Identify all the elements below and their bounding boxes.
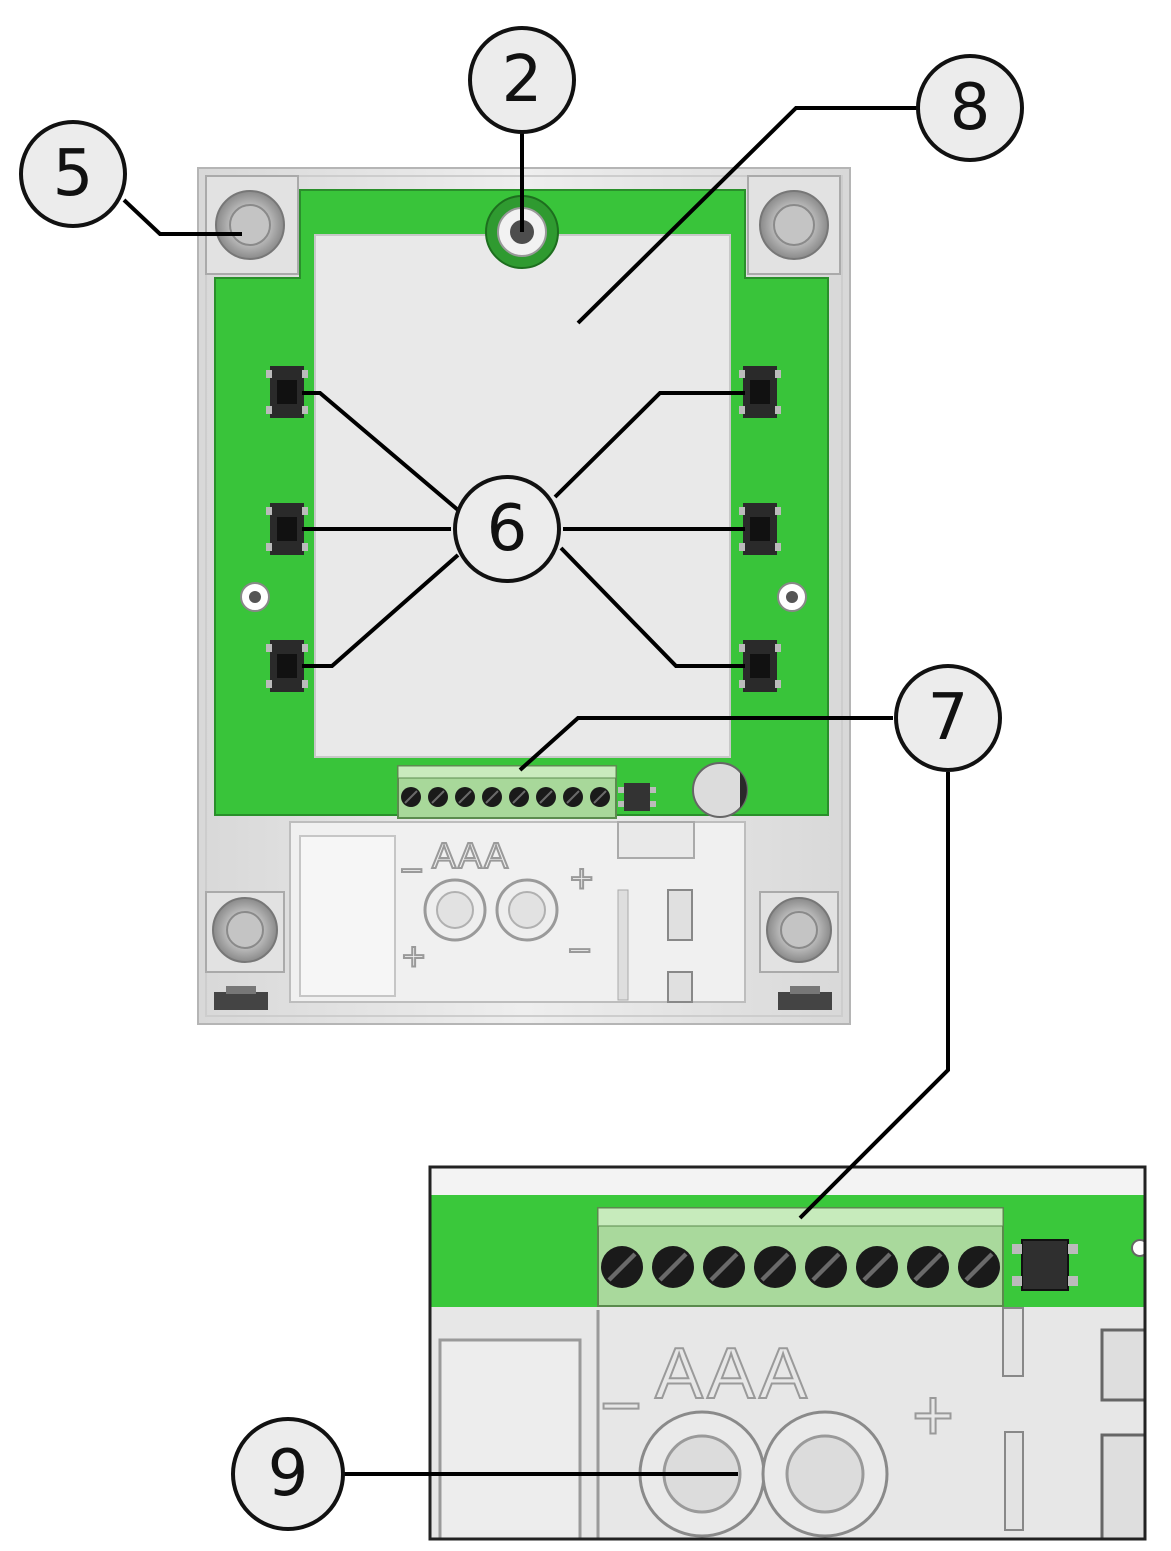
push-button-right-1 [739, 366, 781, 418]
leader-8 [576, 106, 918, 325]
terminal-screw-slot-2 [431, 790, 445, 804]
plus-sign-detail: + [912, 1376, 954, 1456]
detail-inset: AAA − + [428, 1165, 1147, 1541]
leader-lines [122, 106, 950, 1476]
pcb-screw-hole-left [240, 582, 270, 612]
push-button-right-2 [739, 503, 781, 555]
callout-8: 8 [916, 54, 1024, 162]
terminal-screw-slot-3 [458, 790, 472, 804]
callout-7-label: 7 [928, 681, 969, 755]
leader-6-f [559, 546, 745, 668]
battery-compartment: AAA + + − − [289, 821, 746, 1003]
minus-sign-detail: − [600, 1366, 642, 1446]
small-ic [618, 783, 656, 811]
plus-sign-main-2: + [402, 935, 425, 979]
capacitor [692, 762, 748, 818]
callout-7: 7 [894, 664, 1002, 772]
callouts: 2 5 6 7 8 9 [19, 26, 1024, 1531]
terminal-screw-slot-6 [539, 790, 553, 804]
housing-clip-left [214, 986, 268, 1010]
leader-7-b [798, 772, 950, 1220]
leader-6-a [302, 391, 460, 512]
leader-5 [122, 198, 242, 236]
terminal-detail-screw-slot-4 [760, 1252, 790, 1282]
callout-5: 5 [19, 120, 127, 228]
small-ic-detail [1012, 1239, 1078, 1291]
terminal-screw-slot-8 [593, 790, 607, 804]
minus-sign-main-2: − [568, 929, 591, 973]
push-button-left-1 [266, 366, 308, 418]
leader-6-d [553, 391, 745, 499]
mounting-hole-top-right [747, 175, 841, 275]
terminal-screw-slot-7 [566, 790, 580, 804]
callout-6: 6 [453, 475, 561, 583]
callout-8-label: 8 [950, 71, 991, 145]
pcb-screw-hole-right [777, 582, 807, 612]
plus-sign-main-1: + [570, 857, 593, 901]
push-button-left-3 [266, 640, 308, 692]
terminal-detail-screw-slot-8 [964, 1252, 994, 1282]
mounting-hole-top-left [205, 175, 299, 275]
terminal-detail-screw-slot-3 [709, 1252, 739, 1282]
callout-9-label: 9 [268, 1437, 309, 1511]
terminal-detail-screw-slot-5 [811, 1252, 841, 1282]
housing-clip-right [778, 986, 832, 1010]
push-button-left-2 [266, 503, 308, 555]
terminal-screw-slot-1 [404, 790, 418, 804]
callout-5-label: 5 [53, 137, 94, 211]
callout-9: 9 [231, 1417, 345, 1531]
push-button-right-3 [739, 640, 781, 692]
terminal-screw-slot-4 [485, 790, 499, 804]
terminal-screw-slot-5 [512, 790, 526, 804]
mounting-hole-bottom-left [205, 891, 285, 973]
callout-6-label: 6 [487, 492, 528, 566]
terminal-detail-screw-slot-7 [913, 1252, 943, 1282]
battery-marking-detail: AAA [655, 1334, 811, 1414]
callout-2-label: 2 [502, 43, 543, 117]
callout-2: 2 [468, 26, 576, 134]
leader-6-c [302, 553, 460, 668]
terminal-detail-screw-slot-6 [862, 1252, 892, 1282]
terminal-detail-screw-slot-1 [607, 1252, 637, 1282]
leader-7-a [518, 716, 893, 772]
terminal-detail-screw-slot-2 [658, 1252, 688, 1282]
terminal-block [397, 765, 617, 819]
minus-sign-main-1: − [400, 849, 423, 893]
mounting-hole-bottom-right [759, 891, 839, 973]
battery-marking-main: AAA [432, 835, 510, 876]
